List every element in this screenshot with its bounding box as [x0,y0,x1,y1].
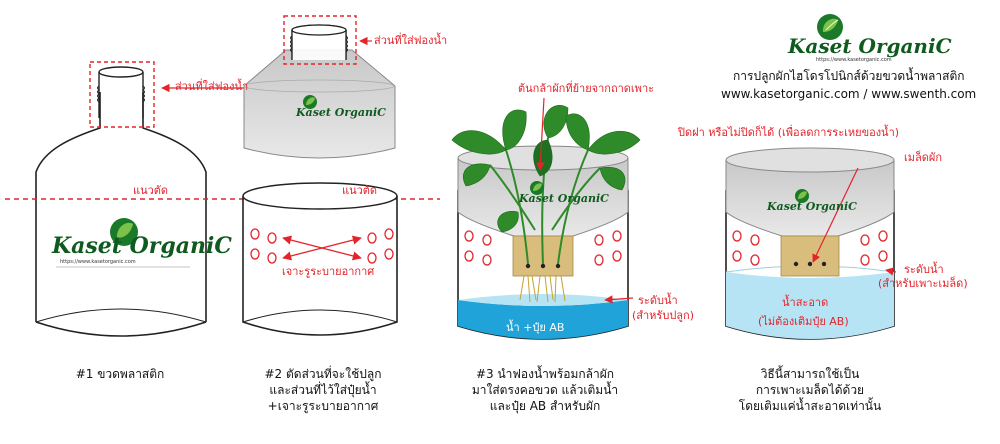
brand-subtitle: การปลูกผักไฮโดรโปนิกส์ด้วยขวดน้ำพลาสติก [733,69,965,83]
caption-step3: #3 นำฟองน้ำพร้อมกล้าผัก มาใส่ตรงคอขวด แล… [460,366,630,414]
caption-step3-line: #3 นำฟองน้ำพร้อมกล้าผัก [475,367,615,381]
seedling-leaves [451,105,641,233]
label-clean-water-2: (ไม่ต้องเติมปุ๋ย AB) [758,315,849,328]
step1-logo-text: Kaset OrganiC [52,233,232,259]
label-seed: เมล็ดผัก [904,151,943,164]
label-sponge-part-2: ส่วนที่ใส่ฟองน้ำ [374,34,448,47]
label-level-plant-2: (สำหรับปลูก) [632,309,694,322]
label-level-seed-2: (สำหรับเพาะเมล็ด) [878,277,968,290]
logo-circle-step3 [530,181,544,195]
logo-circle-main [817,14,843,40]
label-cap-note: ปิดฝา หรือไม่ปิดก็ได้ (เพื่อลดการระเหยขอ… [678,126,900,139]
step3-assembly [451,105,641,340]
label-nutrient: น้ำ +ปุ๋ย AB [506,321,565,334]
brand-logo-text: Kaset OrganiC [788,34,952,58]
step2-funnel [243,15,396,159]
label-level-plant-1: ระดับน้ำ [638,294,678,307]
label-sponge-part-1: ส่วนที่ใส่ฟองน้ำ [175,80,249,93]
label-cut-line-2: แนวตัด [342,184,378,197]
nutrient-water [458,300,628,339]
step4-assembly [725,147,895,340]
caption-step2-line: และส่วนที่ไว้ใส่ปุ๋ยน้ำ [269,383,377,397]
logo-circle-step4 [795,189,809,203]
caption-step2: #2 ตัดส่วนที่จะใช้ปลูก และส่วนที่ไว้ใส่ป… [243,366,403,414]
caption-step3-line: และปุ๋ย AB สำหรับผัก [489,399,601,413]
caption-step4: วิธีนี้สามารถใช้เป็น การเพาะเมล็ดได้ด้วย… [725,366,895,414]
step2-logo-text: Kaset OrganiC [296,106,386,119]
caption-step3-line: มาใส่ตรงคอขวด แล้วเติมน้ำ [471,383,619,397]
caption-step2-line: #2 ตัดส่วนที่จะใช้ปลูก [264,367,382,381]
logo-circle-step2 [303,95,317,109]
label-level-seed-1: ระดับน้ำ [904,263,944,276]
label-seedling: ต้นกล้าผักที่ย้ายจากถาดเพาะ [518,82,655,95]
brand-websites: www.kasetorganic.com / www.swenth.com [721,87,977,101]
label-cut-line-1: แนวตัด [133,184,169,197]
step3-logo-text: Kaset OrganiC [519,192,609,205]
caption-step1: #1 ขวดพลาสติก [60,366,180,382]
caption-step4-line: การเพาะเมล็ดได้ด้วย [755,383,865,397]
clean-water [726,272,894,339]
step1-bottle [35,61,207,337]
caption-step1-line: #1 ขวดพลาสติก [75,367,165,381]
label-air-holes: เจาะรูระบายอากาศ [282,265,375,278]
caption-step4-line: โดยเติมแค่น้ำสะอาดเท่านั้น [738,399,882,413]
step4-logo-text: Kaset OrganiC [767,200,857,213]
step1-logo-url: https://www.kasetorganic.com [60,259,136,265]
label-clean-water-1: น้ำสะอาด [782,296,829,309]
caption-step2-line: +เจาะรูระบายอากาศ [267,399,379,413]
step2-base [242,182,398,336]
caption-step4-line: วิธีนี้สามารถใช้เป็น [760,367,860,381]
logo-circle-step1 [110,218,138,246]
sponge-seed [780,235,840,277]
brand-url-small: https://www.kasetorganic.com [816,57,892,63]
